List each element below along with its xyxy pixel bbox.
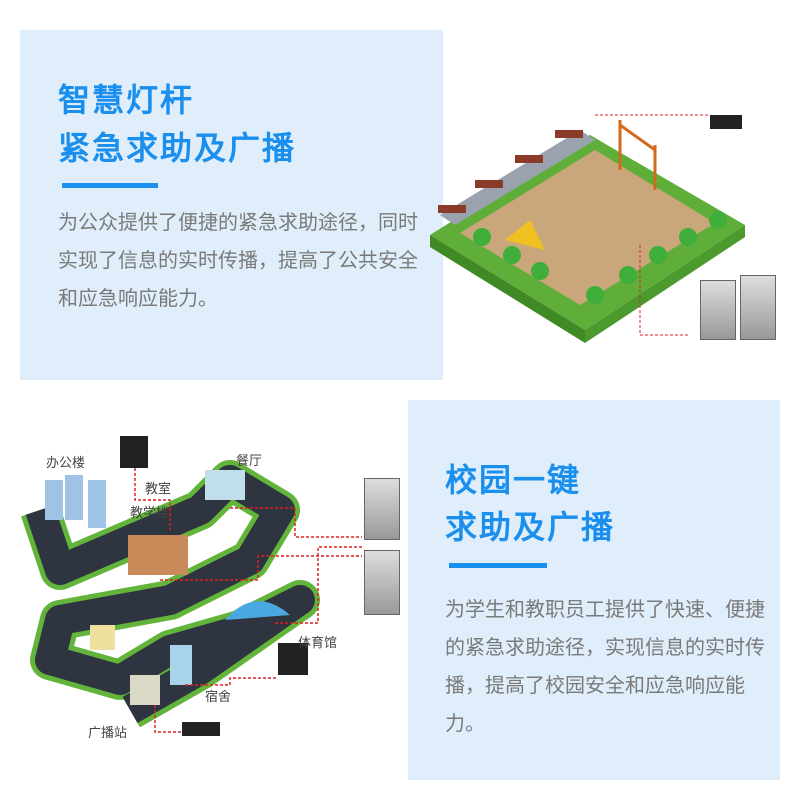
park-text-panel (20, 30, 443, 380)
intercom-device (700, 280, 736, 340)
campus-text-panel (408, 400, 780, 780)
label-gym: 体育馆 (298, 636, 338, 651)
intercom-device (740, 275, 776, 340)
section2-description: 为学生和教职员工提供了快速、便捷的紧急求助途径，实现信息的实时传播，提高了校园安… (445, 597, 765, 735)
label-dorm: 宿舍 (205, 690, 232, 705)
intercom-device (364, 478, 400, 540)
section2-divider (449, 563, 547, 568)
label-teaching: 教学楼 (130, 506, 170, 521)
intercom-device (364, 550, 400, 615)
section1-title-line1: 智慧灯杆 (58, 81, 195, 119)
section2-title-line2: 求助及广播 (445, 508, 616, 546)
section1-divider (62, 183, 158, 188)
park-illustration (430, 114, 745, 343)
label-broadcast: 广播站 (88, 726, 128, 741)
label-canteen: 餐厅 (236, 454, 263, 469)
label-classroom: 教室 (145, 482, 172, 497)
section1-description: 为公众提供了便捷的紧急求助途径，同时实现了信息的实时传播，提高了公共安全和应急响… (58, 210, 418, 310)
section2-title-line1: 校园一键 (445, 461, 582, 499)
label-office: 办公楼 (46, 456, 86, 471)
section1-title-line2: 紧急求助及广播 (58, 129, 297, 167)
campus-map-illustration (21, 436, 362, 736)
